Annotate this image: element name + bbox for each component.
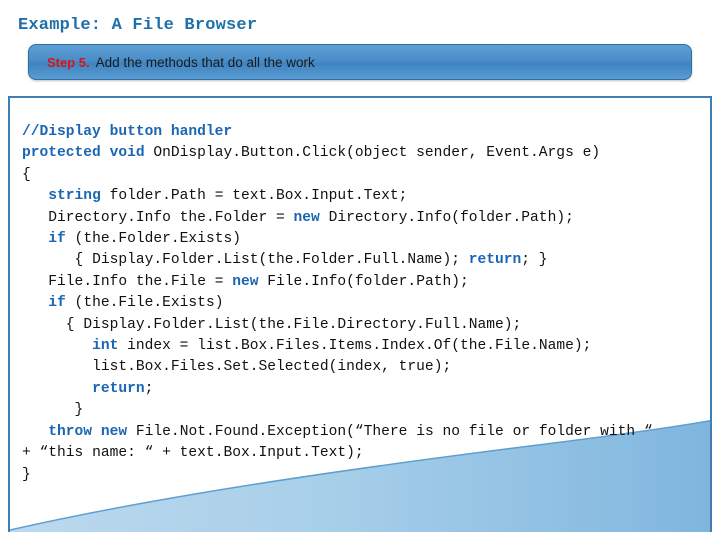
step-number-label: Step 5. [47, 54, 90, 70]
step-description: Add the methods that do all the work [95, 54, 315, 70]
step-banner: Step 5. Add the methods that do all the … [28, 44, 692, 80]
code-panel: //Display button handler protected void … [8, 96, 712, 532]
code-block: //Display button handler protected void … [22, 124, 653, 483]
page-title: Example: A File Browser [18, 16, 258, 35]
